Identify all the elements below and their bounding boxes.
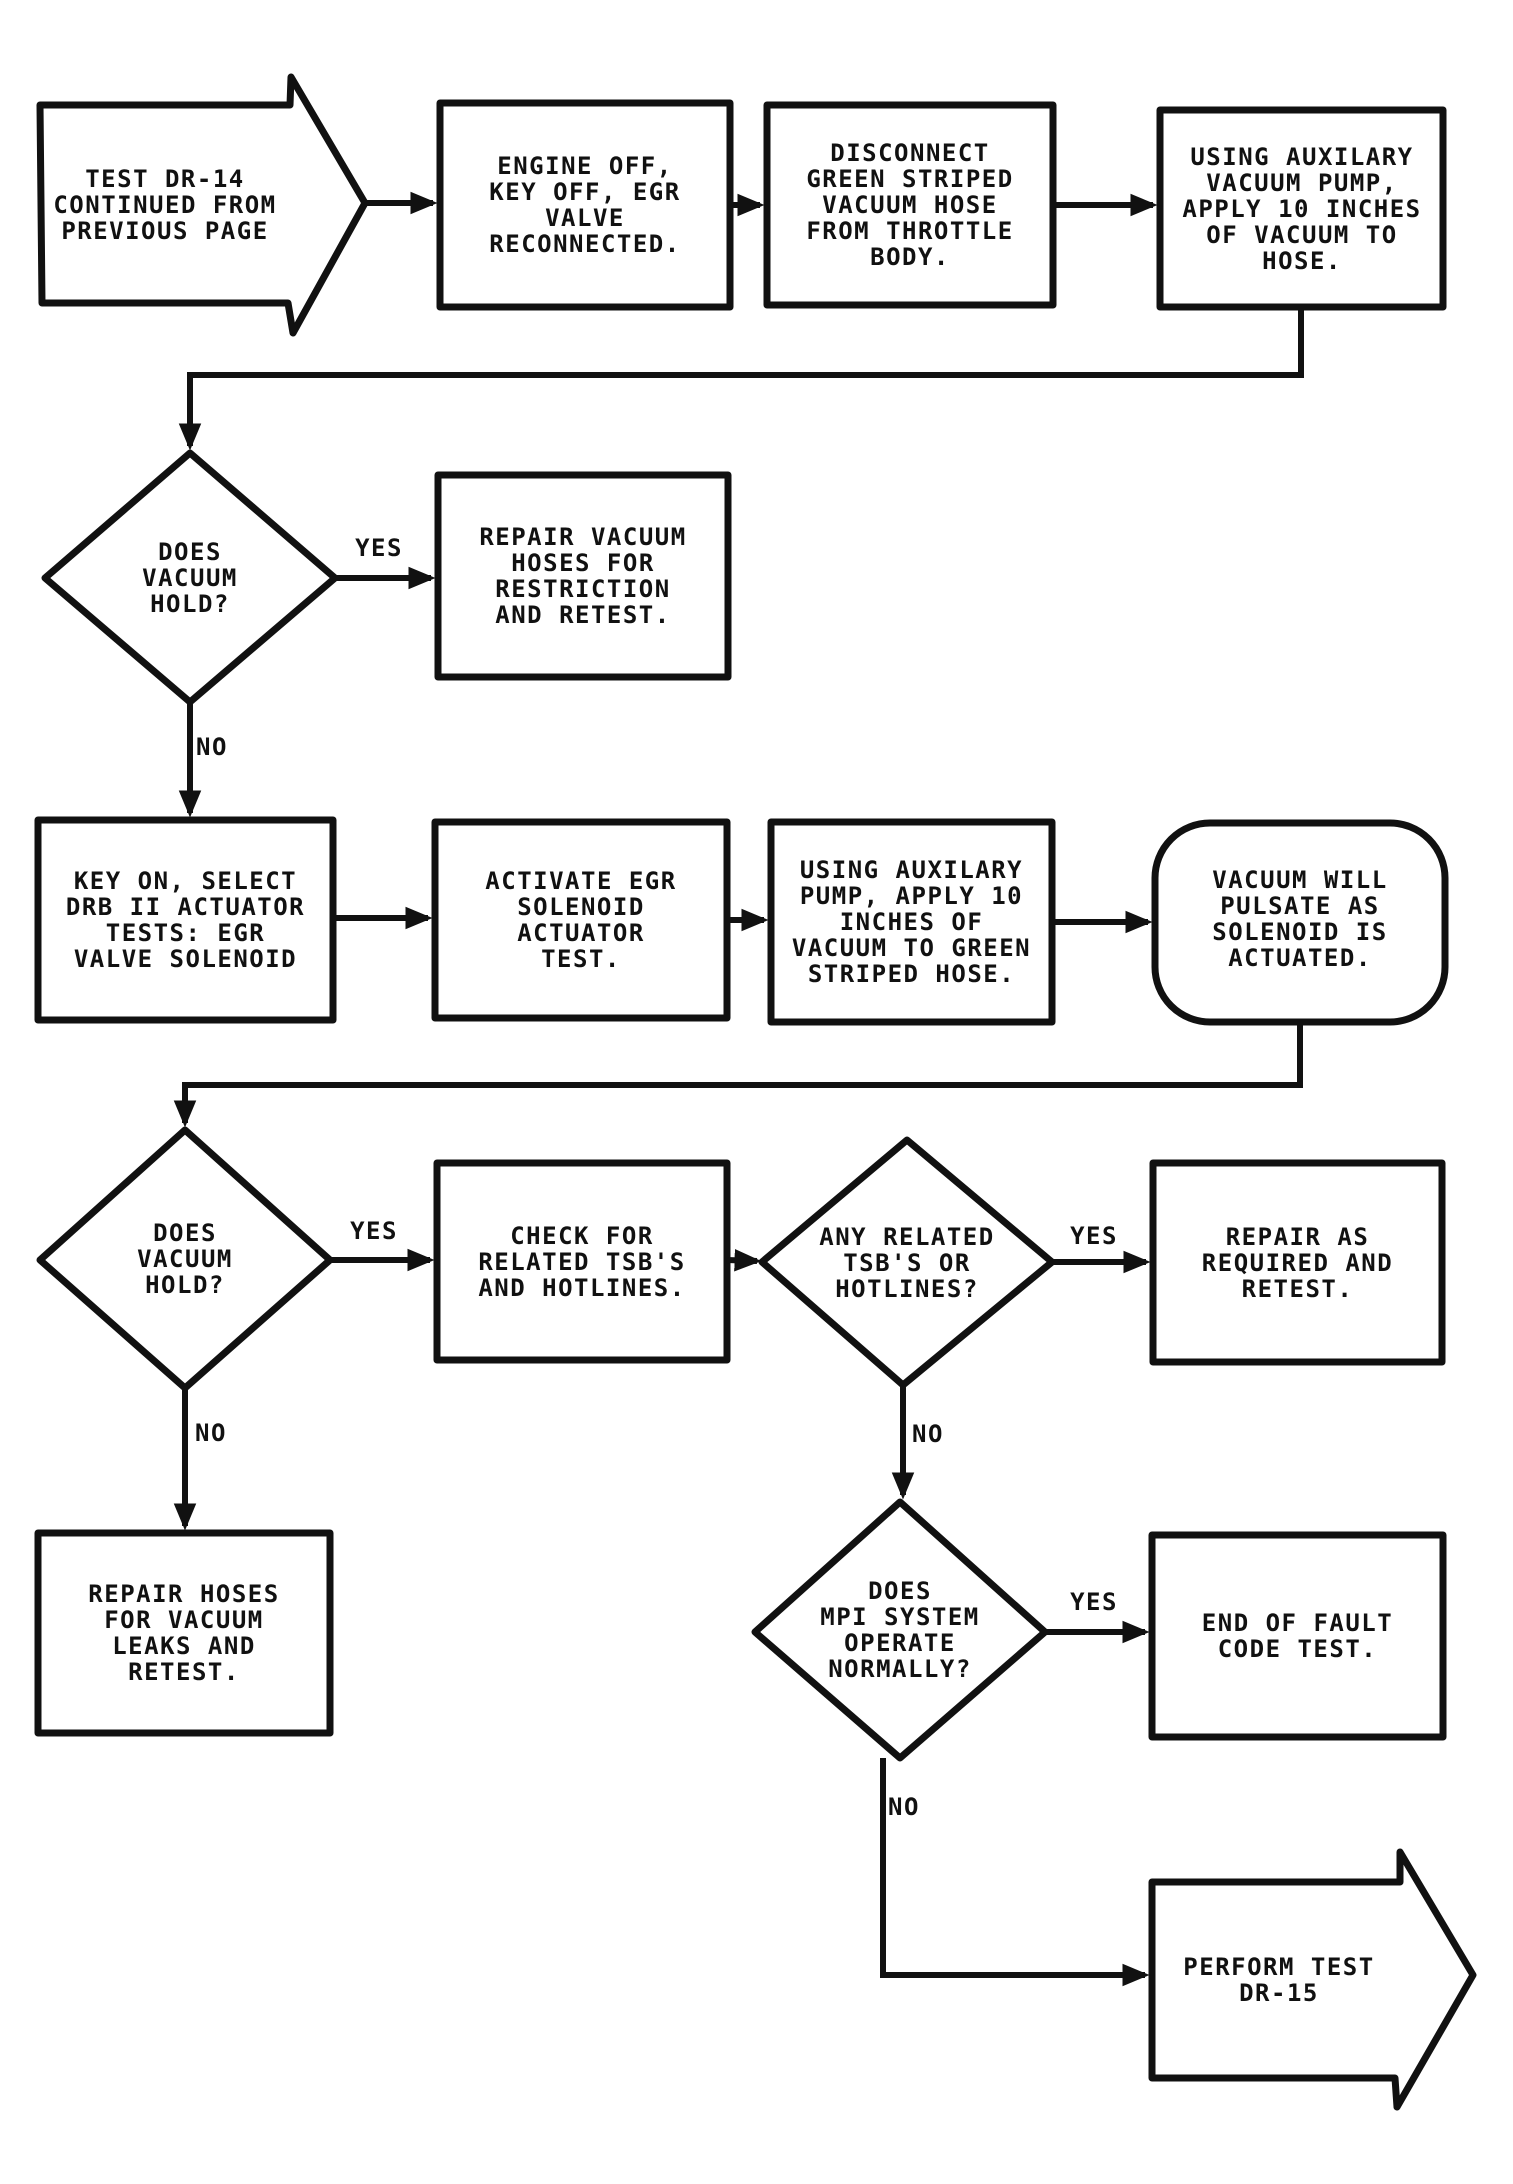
node-any-tsb: ANY RELATED TSB'S OR HOTLINES? [819,1222,995,1303]
edge-label-no-hold2: NO [195,1419,227,1447]
node-mpi-normal: DOES MPI SYSTEM OPERATE NORMALLY? [820,1576,980,1683]
edge-mpi-no-perform-dr15 [880,1758,1150,1987]
node-vacuum-hold-1: DOES VACUUM HOLD? [142,537,238,618]
edge-pulsate-hold2 [173,1022,1303,1128]
node-key-on-drb: KEY ON, SELECT DRB II ACTUATOR TESTS: EG… [65,867,306,973]
node-engine-off: ENGINE OFF, KEY OFF, EGR VALVE RECONNECT… [489,152,681,258]
edge-label-yes-hold1: YES [355,534,403,562]
node-perform-dr15-shape [1148,1848,1477,2111]
node-disconnect-hose: DISCONNECT GREEN STRIPED VACUUM HOSE FRO… [806,139,1014,271]
node-start-shape [36,73,369,337]
node-apply-vacuum-green: USING AUXILARY PUMP, APPLY 10 INCHES OF … [791,856,1032,988]
node-check-tsb: CHECK FOR RELATED TSB'S AND HOTLINES. [478,1221,686,1302]
edge-label-yes-mpi: YES [1070,1588,1118,1616]
node-start: TEST DR-14 CONTINUED FROM PREVIOUS PAGE [53,165,277,245]
node-perform-dr15: PERFORM TEST DR-15 [1183,1952,1375,2007]
node-vacuum-pulsate: VACUUM WILL PULSATE AS SOLENOID IS ACTUA… [1212,865,1388,972]
node-end-fault-code-test: END OF FAULT CODE TEST. [1201,1609,1394,1663]
node-mpi-normal-shape [751,1498,1049,1762]
node-repair-leaks-shape [34,1529,334,1737]
edge-apply-vacuum-hold1 [178,307,1304,451]
edge-label-yes-hold2: YES [350,1217,398,1245]
edge-label-yes-any-tsb: YES [1070,1222,1118,1250]
node-apply-vacuum-hose: USING AUXILARY VACUUM PUMP, APPLY 10 INC… [1182,143,1422,275]
node-repair-as-required: REPAIR AS REQUIRED AND RETEST. [1201,1222,1394,1303]
edge-label-no-any-tsb: NO [912,1420,944,1448]
edge-label-no-hold1: NO [196,733,228,761]
node-repair-restriction: REPAIR VACUUM HOSES FOR RESTRICTION AND … [479,523,687,629]
node-repair-restriction-shape [434,471,732,681]
node-repair-leaks: REPAIR HOSES FOR VACUUM LEAKS AND RETEST… [88,1580,280,1686]
node-activate-solenoid: ACTIVATE EGR SOLENOID ACTUATOR TEST. [485,867,677,973]
node-end-fault-code-test-shape [1148,1531,1447,1741]
edge-check-tsb-any-tsb [726,1249,762,1272]
node-repair-as-required-shape [1149,1159,1446,1366]
node-vacuum-hold-2: DOES VACUUM HOLD? [137,1219,233,1299]
edge-label-no-mpi: NO [888,1793,920,1821]
